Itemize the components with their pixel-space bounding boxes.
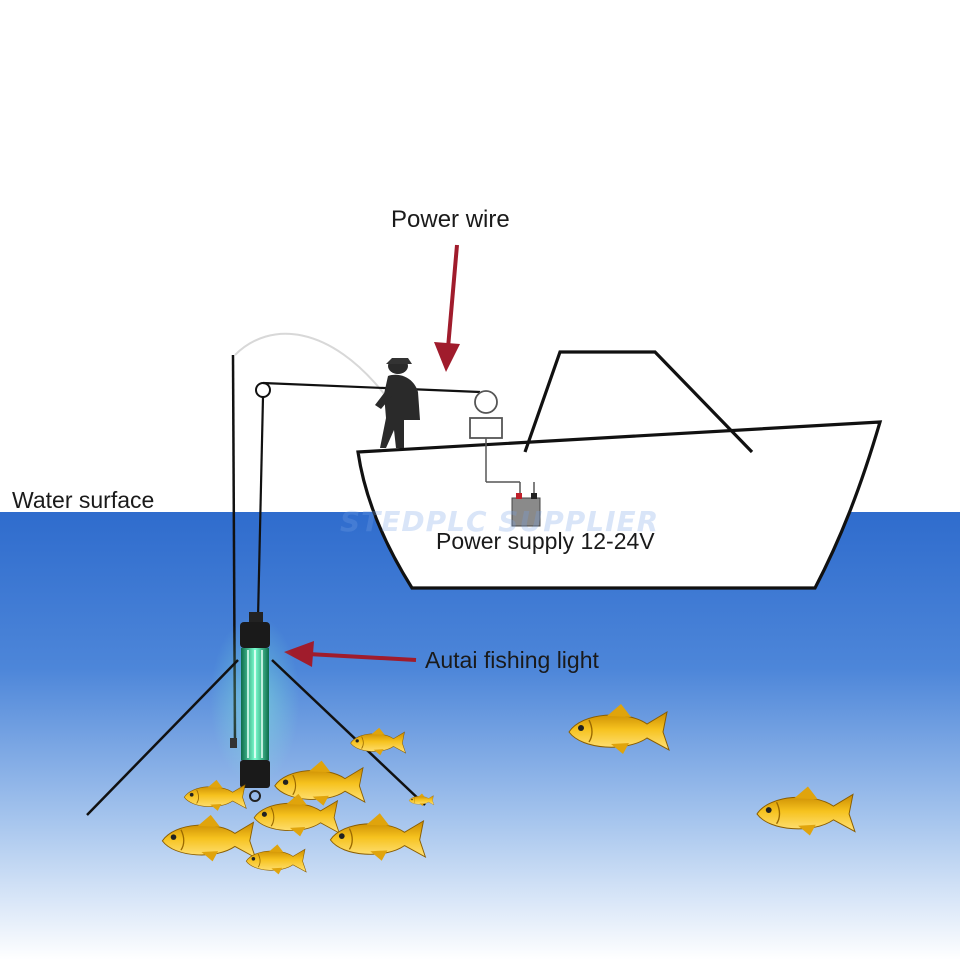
arrow-power-wire xyxy=(434,244,460,372)
label-power-wire: Power wire xyxy=(391,206,510,233)
hanging-wire xyxy=(256,396,265,619)
label-fishing-light: Autai fishing light xyxy=(425,647,599,673)
boat xyxy=(356,350,883,590)
fishing-rod xyxy=(234,332,386,396)
battery-icon xyxy=(511,493,541,527)
power-wire-line xyxy=(262,381,481,394)
pulley-icon xyxy=(255,382,271,398)
watermark: STEDPLC SUPPLIER xyxy=(340,505,660,538)
light-tripod xyxy=(86,659,426,816)
reel-box xyxy=(469,390,535,497)
arrow-fishing-light xyxy=(284,641,417,667)
label-power-supply: Power supply 12-24V xyxy=(436,528,655,554)
label-water-surface: Water surface xyxy=(12,487,155,513)
fishing-light xyxy=(230,612,270,802)
fisherman-icon xyxy=(375,358,420,448)
